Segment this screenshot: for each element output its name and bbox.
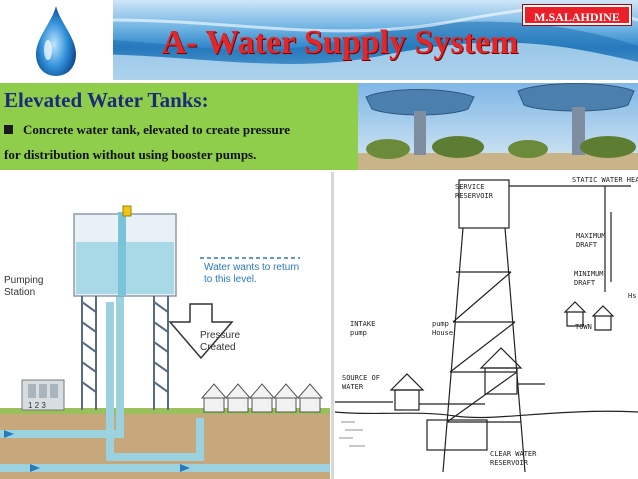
elevated-tank-diagram — [0, 205, 330, 479]
source-of-water-label: SOURCE OF WATER — [342, 374, 380, 391]
water-drop-icon — [36, 6, 76, 76]
clear-water-reservoir-label: CLEAR WATER RESERVOIR — [490, 450, 537, 467]
static-water-head-label: STATIC WATER HEAD — [572, 176, 638, 184]
logo-area — [0, 0, 113, 80]
maximum-draft-label: MAXIMUM DRAFT — [576, 232, 606, 249]
water-return-note: Water wants to return to this level. — [204, 262, 300, 285]
bullet-text: Concrete water tank, elevated to create … — [23, 122, 291, 137]
water-supply-sketch — [335, 179, 638, 473]
intro-panel — [0, 83, 358, 170]
pressure-created-label: Pressure Created — [200, 330, 241, 353]
header-banner: A- Water Supply System M.SALAHDINE — [0, 0, 638, 80]
service-reservoir-label: SERVICE RESERVOIR — [455, 183, 493, 200]
bullet-item: Concrete water tank, elevated to create … — [4, 122, 290, 138]
page-title: A- Water Supply System — [161, 24, 519, 61]
minimum-draft-label: MINIMUM DRAFT — [574, 270, 604, 287]
town-label: TOWN — [575, 323, 592, 331]
pumping-station-label: Pumping Station — [4, 275, 44, 298]
bullet-continuation: for distribution without using booster p… — [4, 147, 257, 162]
hs-label: Hs — [628, 292, 637, 300]
section-heading: Elevated Water Tanks: — [4, 88, 209, 112]
water-tower-photo — [358, 83, 638, 170]
square-bullet-icon — [4, 125, 13, 134]
intake-pump-label: INTAKE pump — [350, 320, 376, 337]
pump-numbers-label: 1 2 3 — [28, 401, 46, 410]
author-badge: M.SALAHDINE — [523, 5, 631, 25]
pump-house-label: pump House — [432, 320, 454, 337]
panel-divider — [331, 172, 334, 479]
